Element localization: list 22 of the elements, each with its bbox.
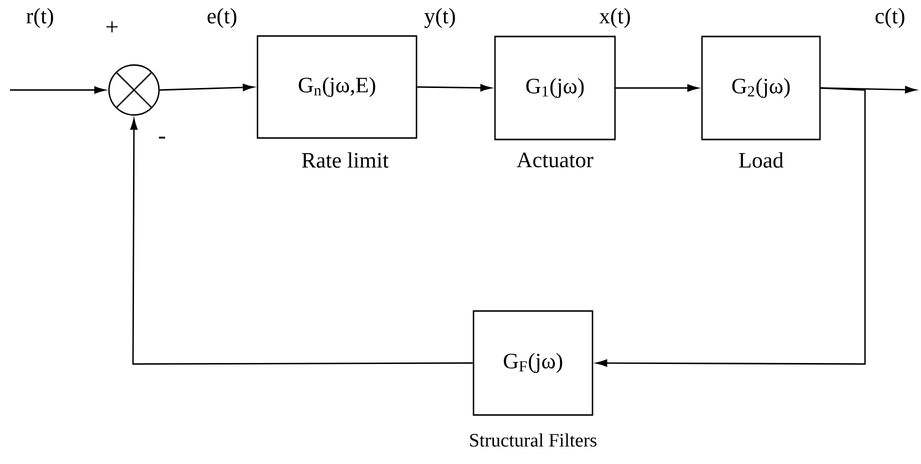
block-caption: Rate limit [302, 152, 389, 168]
signal-label: c(t) [874, 7, 906, 29]
sign-label: - [158, 136, 166, 139]
arrow [10, 86, 106, 94]
block-caption: Load [739, 152, 784, 168]
block-caption: Actuator [516, 152, 594, 168]
sign-label: + [106, 21, 118, 32]
signal-label: x(t) [598, 7, 632, 29]
block-box: G$_{2}$(jω) [701, 36, 821, 140]
signal-label: r(t) [24, 7, 56, 29]
arrow [616, 84, 698, 92]
summing-junction [108, 64, 160, 116]
block-box: G$_{F}$(jω) [472, 310, 594, 416]
block-caption: Structural Filters [470, 433, 596, 447]
signal-label: e(t) [206, 7, 238, 29]
arrow [596, 87, 866, 367]
signal-label: y(t) [423, 7, 457, 29]
arrow [130, 118, 473, 365]
block-box: G$_{n}$(jω,E) [256, 35, 418, 139]
arrow [417, 84, 492, 92]
block-box: G$_{1}$(jω) [494, 36, 616, 140]
arrow [160, 84, 254, 92]
